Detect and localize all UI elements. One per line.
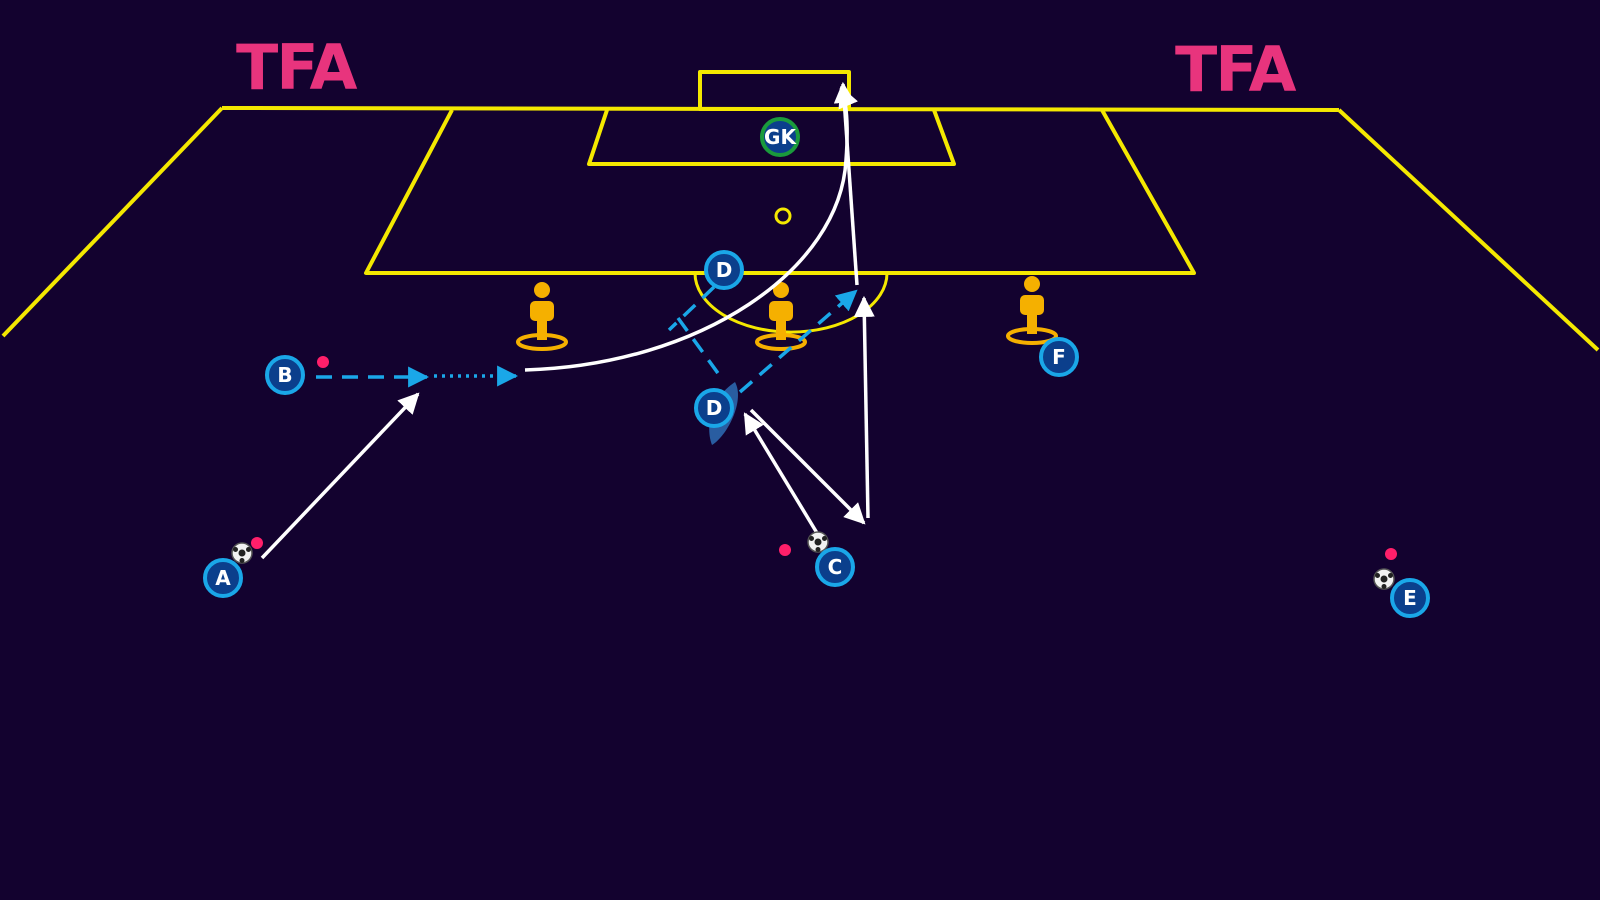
- run-d-lower: [676, 316, 722, 378]
- six-yard-box: [587, 109, 956, 166]
- run-d-upper: [667, 285, 716, 332]
- pass-a-to-b: [260, 392, 420, 560]
- player-d-top[interactable]: D: [704, 250, 744, 290]
- pass-c-to-d: [743, 412, 819, 534]
- player-b[interactable]: B: [265, 355, 305, 395]
- player-c-label: C: [828, 555, 843, 579]
- cones: [251, 356, 1397, 560]
- penalty-arc: [693, 272, 889, 334]
- football-icon: [1373, 568, 1395, 590]
- ball-passes: [260, 81, 875, 560]
- goalkeeper-label: GK: [764, 125, 797, 149]
- tfa-logo-left: TFA: [236, 31, 358, 104]
- tfa-logo-right: TFA: [1175, 33, 1297, 106]
- player-e-label: E: [1403, 586, 1417, 610]
- player-b-label: B: [277, 363, 292, 387]
- touchline-left: [1, 106, 224, 338]
- penalty-spot: [774, 207, 792, 225]
- mannequin-icon: [516, 282, 568, 351]
- cone-icon: [1385, 548, 1397, 560]
- goalkeeper[interactable]: GK: [760, 117, 800, 157]
- football-icon: [807, 531, 829, 553]
- football-icon: [231, 542, 253, 564]
- penalty-box: [364, 109, 1196, 275]
- player-d-mid[interactable]: D: [694, 388, 734, 428]
- player-runs: [316, 285, 858, 394]
- player-f[interactable]: F: [1039, 337, 1079, 377]
- player-d-mid-label: D: [706, 396, 723, 420]
- player-d-top-label: D: [716, 258, 733, 282]
- player-f-label: F: [1052, 345, 1066, 369]
- cone-icon: [779, 544, 791, 556]
- mannequin-icon: [1006, 276, 1058, 345]
- player-e[interactable]: E: [1390, 578, 1430, 618]
- cone-icon: [251, 537, 263, 549]
- shot-c: [833, 81, 859, 286]
- pass-d-layoff: [749, 408, 866, 525]
- touchline-right: [1337, 108, 1600, 352]
- run-c-upfield: [853, 295, 875, 519]
- player-a[interactable]: A: [203, 558, 243, 598]
- player-a-label: A: [215, 566, 231, 590]
- player-c[interactable]: C: [815, 547, 855, 587]
- cone-icon: [317, 356, 329, 368]
- mannequin-icon: [755, 282, 807, 351]
